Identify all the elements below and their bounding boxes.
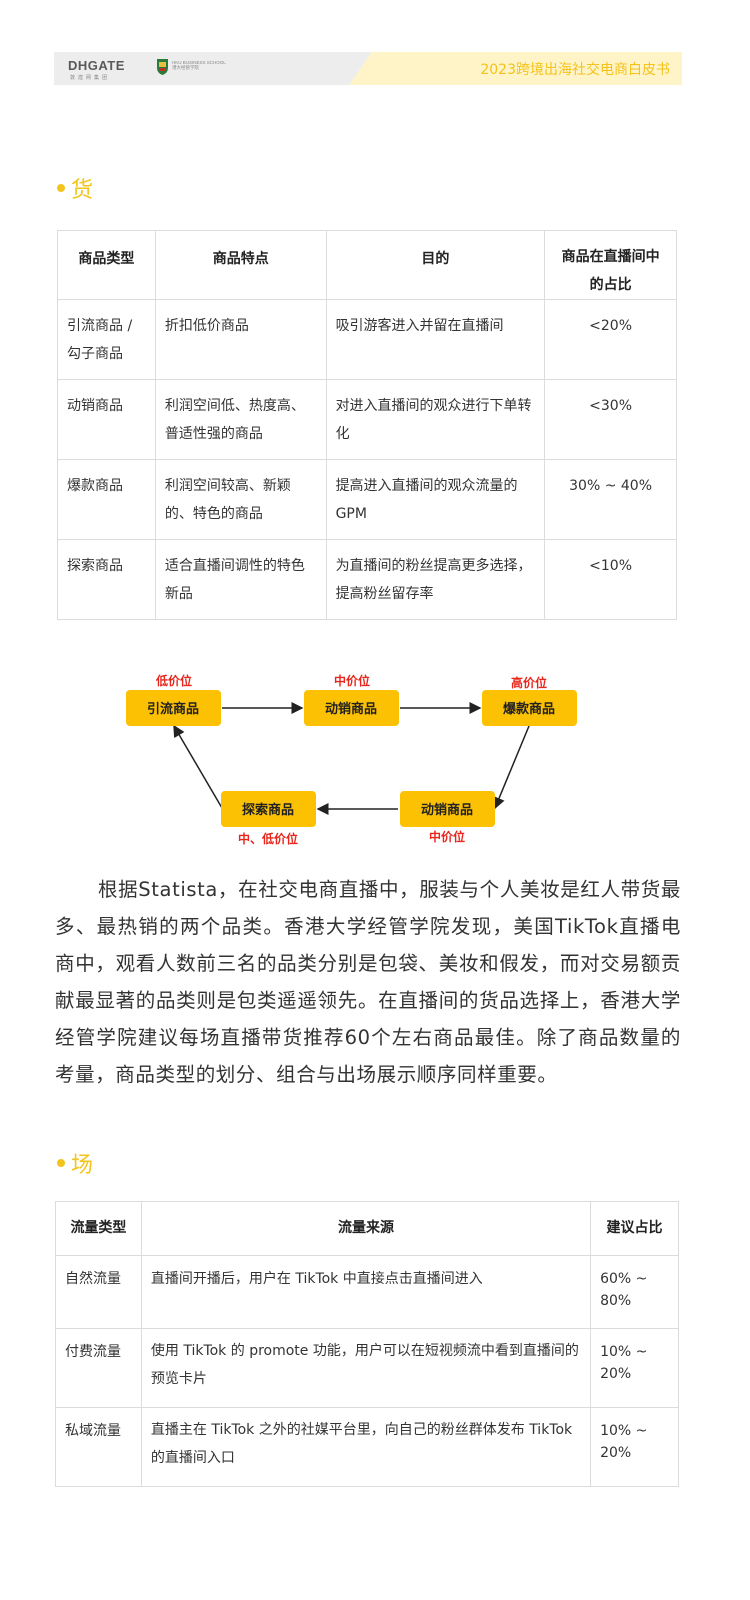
price-label: 低价位 xyxy=(155,673,192,688)
table-cell: 自然流量 xyxy=(55,1255,142,1329)
section-title-text: 货 xyxy=(71,178,94,203)
header-banner: DHGATE 敦煌网集团 HKU BUSINESS SCHOOL 港大经管学院 … xyxy=(54,52,682,85)
header-cell: 建议占比 xyxy=(590,1201,679,1256)
header-title: 2023跨境出海社交电商白皮书 xyxy=(480,62,670,78)
table-row: 探索商品 适合直播间调性的特色新品 为直播间的粉丝提高更多选择，提高粉丝留存率 … xyxy=(57,539,677,620)
hku-logo-name: HKU BUSINESS SCHOOL xyxy=(172,60,226,65)
body-paragraph: 根据Statista，在社交电商直播中，服装与个人美妆是红人带货最多、最热销的两… xyxy=(55,871,681,1093)
table-cell: 10% ~ 20% xyxy=(590,1407,679,1487)
goods-table: 商品类型 商品特点 目的 商品在直播间中的占比 引流商品 / 勾子商品 折扣低价… xyxy=(57,230,677,620)
bullet-dot xyxy=(57,1159,65,1167)
flow-node-box xyxy=(400,791,495,827)
hku-logo-sub: 港大经管学院 xyxy=(172,65,199,70)
table-cell: 利润空间较高、新颖的、特色的商品 xyxy=(154,459,327,540)
table-row: 引流商品 / 勾子商品 折扣低价商品 吸引游客进入并留在直播间 <20% xyxy=(57,299,677,380)
table-cell: 引流商品 / 勾子商品 xyxy=(57,299,156,380)
flow-node-label: 动销商品 xyxy=(325,701,377,717)
table-header-row: 商品类型 商品特点 目的 商品在直播间中的占比 xyxy=(57,230,677,300)
header-cell: 商品特点 xyxy=(154,230,327,300)
table-cell: 适合直播间调性的特色新品 xyxy=(154,539,327,620)
table-cell: 60% ~ 80% xyxy=(590,1255,679,1329)
table-cell: 折扣低价商品 xyxy=(154,299,327,380)
hku-logo-text: HKU BUSINESS SCHOOL 港大经管学院 xyxy=(172,60,226,70)
table-cell: 吸引游客进入并留在直播间 xyxy=(325,299,546,380)
header-cell: 流量类型 xyxy=(55,1201,142,1256)
flow-arrow xyxy=(173,724,223,809)
table-cell: 利润空间低、热度高、普适性强的商品 xyxy=(154,379,327,460)
flow-node-label: 探索商品 xyxy=(242,802,294,818)
price-label: 中、低价位 xyxy=(238,831,298,846)
table-row: 动销商品 利润空间低、热度高、普适性强的商品 对进入直播间的观众进行下单转化 <… xyxy=(57,379,677,460)
paragraph-text: 根据Statista，在社交电商直播中，服装与个人美妆是红人带货最多、最热销的两… xyxy=(55,878,681,1086)
table-cell: 对进入直播间的观众进行下单转化 xyxy=(325,379,546,460)
price-label: 中价位 xyxy=(429,829,465,844)
table-cell: 提高进入直播间的观众流量的 GPM xyxy=(325,459,546,540)
price-label: 中价位 xyxy=(334,673,370,688)
section-title-goods: 货 xyxy=(57,172,93,204)
table-cell: 私域流量 xyxy=(55,1407,142,1487)
table-cell: 动销商品 xyxy=(57,379,156,460)
header-cell: 流量来源 xyxy=(140,1201,592,1256)
table-row: 私域流量 直播主在 TikTok 之外的社媒平台里，向自己的粉丝群体发布 Tik… xyxy=(55,1407,679,1487)
table-cell: 探索商品 xyxy=(57,539,156,620)
table-row: 爆款商品 利润空间较高、新颖的、特色的商品 提高进入直播间的观众流量的 GPM … xyxy=(57,459,677,540)
dhgate-logo: DHGATE xyxy=(68,58,125,73)
flow-node-label: 引流商品 xyxy=(147,701,199,717)
flow-node-box xyxy=(126,690,221,726)
header-cell: 目的 xyxy=(325,230,546,300)
table-cell: 30% ~ 40% xyxy=(544,459,677,540)
table-cell: 直播主在 TikTok 之外的社媒平台里，向自己的粉丝群体发布 TikTok 的… xyxy=(140,1407,592,1487)
table-cell: 付费流量 xyxy=(55,1328,142,1408)
table-row: 付费流量 使用 TikTok 的 promote 功能，用户可以在短视频流中看到… xyxy=(55,1328,679,1408)
table-cell: <20% xyxy=(544,299,677,380)
section-title-venue: 场 xyxy=(57,1147,93,1179)
price-label: 高价位 xyxy=(511,675,547,690)
flow-arrow xyxy=(493,725,530,810)
hku-crest-icon xyxy=(157,59,168,75)
dhgate-logo-sub: 敦煌网集团 xyxy=(70,75,111,81)
table-cell: 爆款商品 xyxy=(57,459,156,540)
table-cell: 使用 TikTok 的 promote 功能，用户可以在短视频流中看到直播间的预… xyxy=(140,1328,592,1408)
section-title-text: 场 xyxy=(71,1153,94,1178)
bullet-dot xyxy=(57,184,65,192)
flow-node-box xyxy=(304,690,399,726)
flow-node-label: 爆款商品 xyxy=(503,701,555,717)
table-row: 自然流量 直播间开播后，用户在 TikTok 中直接点击直播间进入 60% ~ … xyxy=(55,1255,679,1329)
traffic-table: 流量类型 流量来源 建议占比 自然流量 直播间开播后，用户在 TikTok 中直… xyxy=(55,1201,679,1487)
header-cell: 商品在直播间中的占比 xyxy=(544,230,677,300)
flow-node-box xyxy=(221,791,316,827)
table-header-row: 流量类型 流量来源 建议占比 xyxy=(55,1201,679,1256)
flow-node-label: 动销商品 xyxy=(421,802,473,818)
table-cell: <30% xyxy=(544,379,677,460)
table-cell: <10% xyxy=(544,539,677,620)
table-cell: 10% ~ 20% xyxy=(590,1328,679,1408)
header-cell: 商品类型 xyxy=(57,230,156,300)
table-cell: 直播间开播后，用户在 TikTok 中直接点击直播间进入 xyxy=(140,1255,592,1329)
product-flow-diagram: 低价位 引流商品 中价位 动销商品 高价位 爆款商品 动销商品 中价位 探索商品… xyxy=(126,673,577,846)
table-cell: 为直播间的粉丝提高更多选择，提高粉丝留存率 xyxy=(325,539,546,620)
flow-node-box xyxy=(482,690,577,726)
